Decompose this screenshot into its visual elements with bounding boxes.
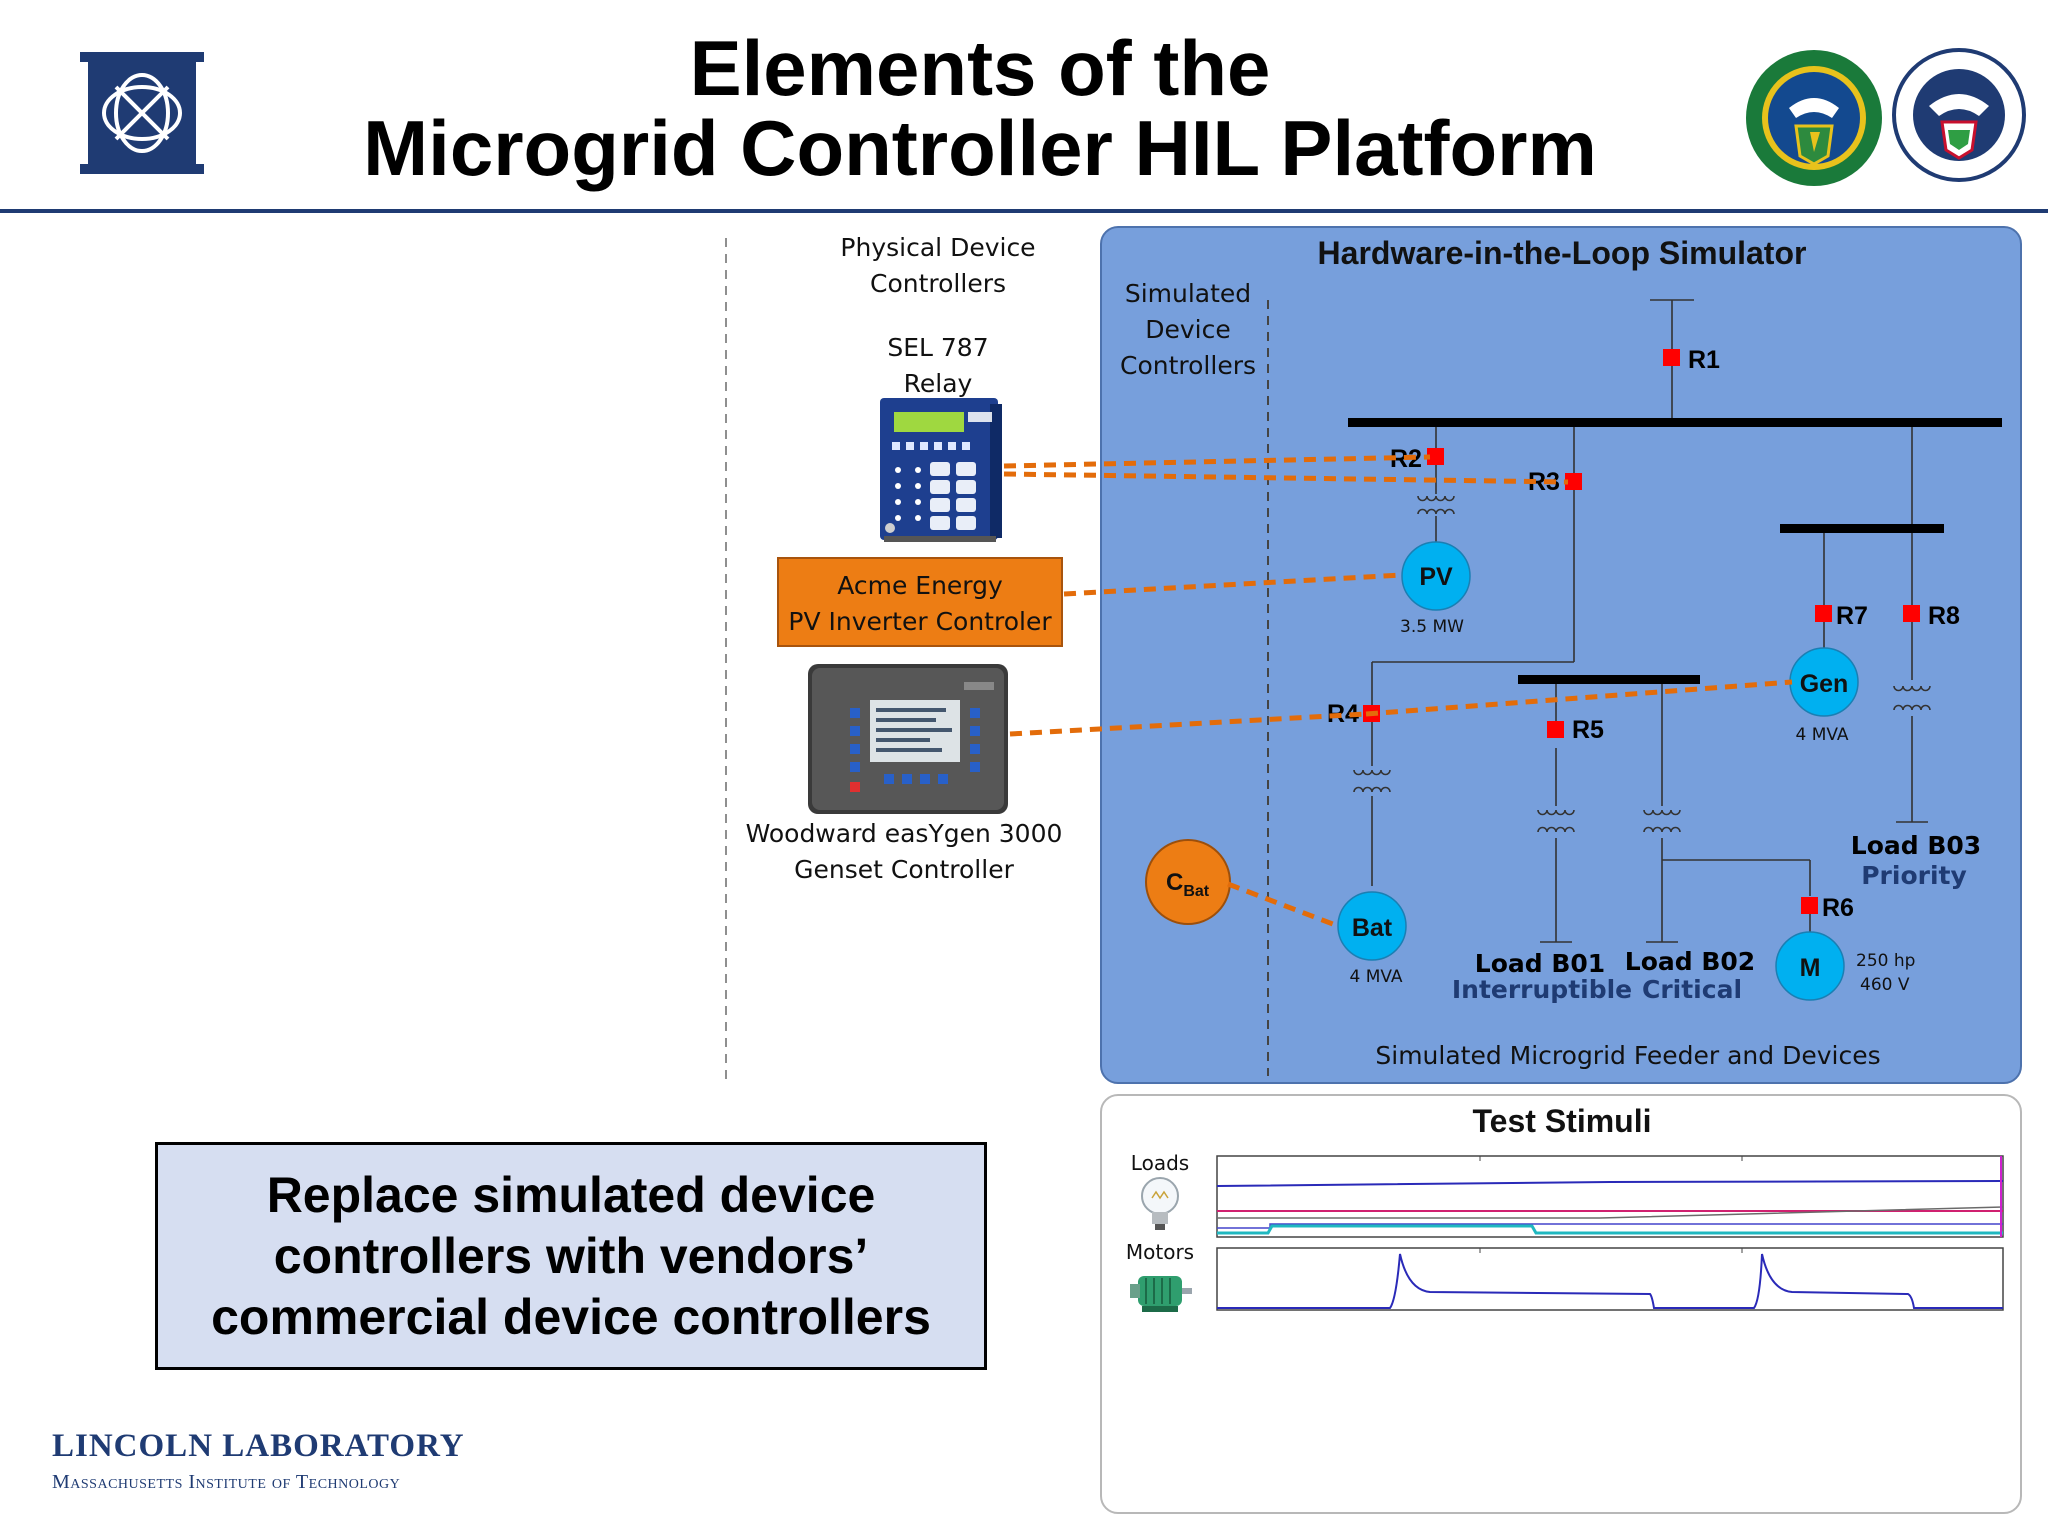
relay-label-2: Relay [904,369,973,398]
relay-r1 [1663,349,1680,366]
relay-r6-label: R6 [1822,894,1854,922]
footer-institute-name: Massachusetts Institute of Technology [52,1471,401,1493]
motor-rating-2: 460 V [1860,975,1910,995]
title-line-2: Microgrid Controller HIL Platform [363,104,1597,192]
doe-seal-icon [1746,50,1882,186]
lightbulb-icon [1141,1177,1179,1230]
relay-device-icon [880,398,1002,542]
load-b01-type: Interruptible [1452,975,1632,1004]
loads-label: Loads [1131,1151,1189,1175]
gen-bus [1780,524,1944,533]
cbat-label: CBat [1166,869,1210,900]
main-bus [1348,418,2002,427]
pv-controller-label-2: PV Inverter Controler [788,607,1052,636]
motor-device [1775,931,1845,1001]
pv-device [1401,541,1471,611]
gen-label: Gen [1800,670,1849,698]
load-b02-name: Load B02 [1625,947,1755,976]
relay-label-1: SEL 787 [887,333,988,362]
load-b02-type: Critical [1642,975,1742,1004]
sim-controllers-label-3: Controllers [1120,351,1256,380]
sim-controllers-label-1: Simulated [1125,279,1251,308]
genset-label-1: Woodward easYgen 3000 [746,819,1063,848]
load-b01-name: Load B01 [1475,949,1605,978]
motors-plot [1216,1247,2004,1311]
relay-r2 [1427,448,1444,465]
transformers [1353,495,1931,833]
feeder-caption: Simulated Microgrid Feeder and Devices [1375,1041,1880,1070]
motor-icon [1130,1276,1192,1312]
hil-simulator-panel [1100,226,2022,1084]
stimuli-title: Test Stimuli [1473,1103,1652,1139]
motors-label: Motors [1126,1240,1194,1264]
title-line-1: Elements of the [689,24,1271,112]
bat-device [1337,891,1407,961]
genset-label-2: Genset Controller [794,855,1014,884]
load-b03-name: Load B03 [1851,831,1981,860]
gen-rating: 4 MVA [1795,725,1848,745]
callout-text: Replace simulated device controllers wit… [211,1166,931,1345]
page-title: Elements of the Microgrid Controller HIL… [300,28,1660,188]
controller-links [1003,454,1793,929]
physical-heading-2: Controllers [870,269,1006,298]
relay-r5 [1547,721,1564,738]
relay-r8 [1903,605,1920,622]
pv-controller-label-1: Acme Energy [837,571,1003,600]
physical-heading-1: Physical Device [840,233,1035,262]
pv-rating: 3.5 MW [1400,617,1464,637]
relay-r7 [1815,605,1832,622]
relay-r7-label: R7 [1836,602,1868,630]
callout-box: Replace simulated device controllers wit… [155,1142,987,1370]
sim-controllers-label-2: Device [1145,315,1231,344]
pv-inverter-controller-box [777,557,1063,647]
motor-label: M [1800,954,1821,982]
bat-rating: 4 MVA [1349,967,1402,987]
dhs-seal-icon [1892,48,2026,182]
header-rule [0,209,2048,213]
footer-lab-name: LINCOLN LABORATORY [52,1428,465,1464]
genset-controller-icon [808,664,1008,814]
relay-r1-label: R1 [1688,346,1720,374]
motor-rating-1: 250 hp [1856,951,1915,971]
pv-label: PV [1419,563,1453,591]
battery-controller [1145,839,1231,925]
relay-r8-label: R8 [1928,602,1960,630]
load-b03-type: Priority [1861,861,1967,890]
bat-label: Bat [1352,914,1393,942]
lincoln-lab-logo-icon [80,52,204,174]
load-bus [1518,675,1700,684]
relay-r5-label: R5 [1572,716,1604,744]
hil-title: Hardware-in-the-Loop Simulator [1318,235,1807,271]
loads-plot [1216,1155,2004,1238]
relay-r3 [1565,473,1582,490]
relay-r6 [1801,897,1818,914]
